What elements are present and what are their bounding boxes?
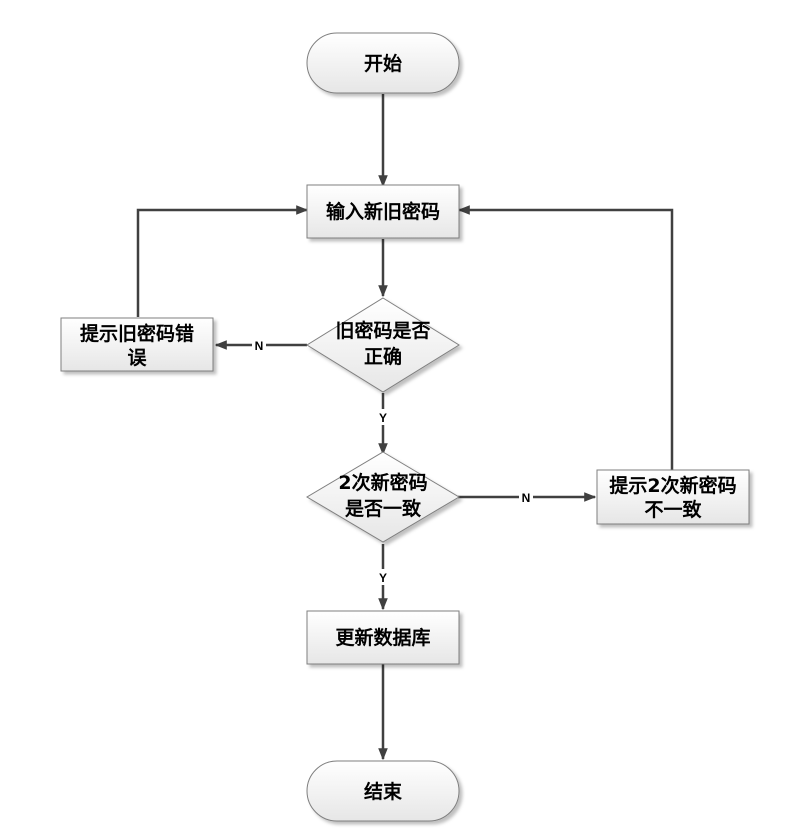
svg-text:N: N	[255, 339, 264, 353]
label-new-no: N	[519, 489, 533, 505]
svg-text:旧密码是否: 旧密码是否	[335, 319, 430, 342]
label-old-no: N	[252, 337, 266, 353]
edge-err-old-to-input	[136, 205, 309, 317]
end-node: 结束	[306, 760, 460, 822]
svg-text:输入新旧密码: 输入新旧密码	[326, 200, 440, 223]
svg-text:N: N	[522, 491, 531, 505]
start-node: 开始	[306, 32, 460, 94]
svg-text:是否一致: 是否一致	[345, 497, 422, 520]
check-new-password-decision: 2次新密码 是否一致	[306, 451, 460, 543]
svg-text:不一致: 不一致	[644, 498, 702, 521]
svg-text:提示2次新密码: 提示2次新密码	[609, 474, 736, 497]
edge-err-new-to-input	[457, 205, 674, 470]
svg-text:提示旧密码错: 提示旧密码错	[80, 322, 194, 345]
svg-text:Y: Y	[379, 571, 387, 585]
check-old-password-decision: 旧密码是否 正确	[306, 297, 460, 393]
label-old-yes: Y	[375, 409, 391, 425]
label-new-yes: Y	[375, 569, 391, 585]
input-node: 输入新旧密码	[306, 184, 460, 239]
svg-text:更新数据库: 更新数据库	[335, 626, 430, 649]
svg-text:误: 误	[127, 347, 147, 369]
svg-text:结束: 结束	[364, 780, 403, 803]
svg-text:正确: 正确	[364, 345, 402, 368]
svg-text:Y: Y	[379, 411, 387, 425]
old-password-error-node: 提示旧密码错 误	[60, 317, 214, 372]
update-database-node: 更新数据库	[306, 610, 460, 665]
svg-text:2次新密码: 2次新密码	[338, 471, 427, 494]
svg-text:开始: 开始	[364, 52, 402, 75]
new-password-mismatch-node: 提示2次新密码 不一致	[596, 469, 750, 525]
